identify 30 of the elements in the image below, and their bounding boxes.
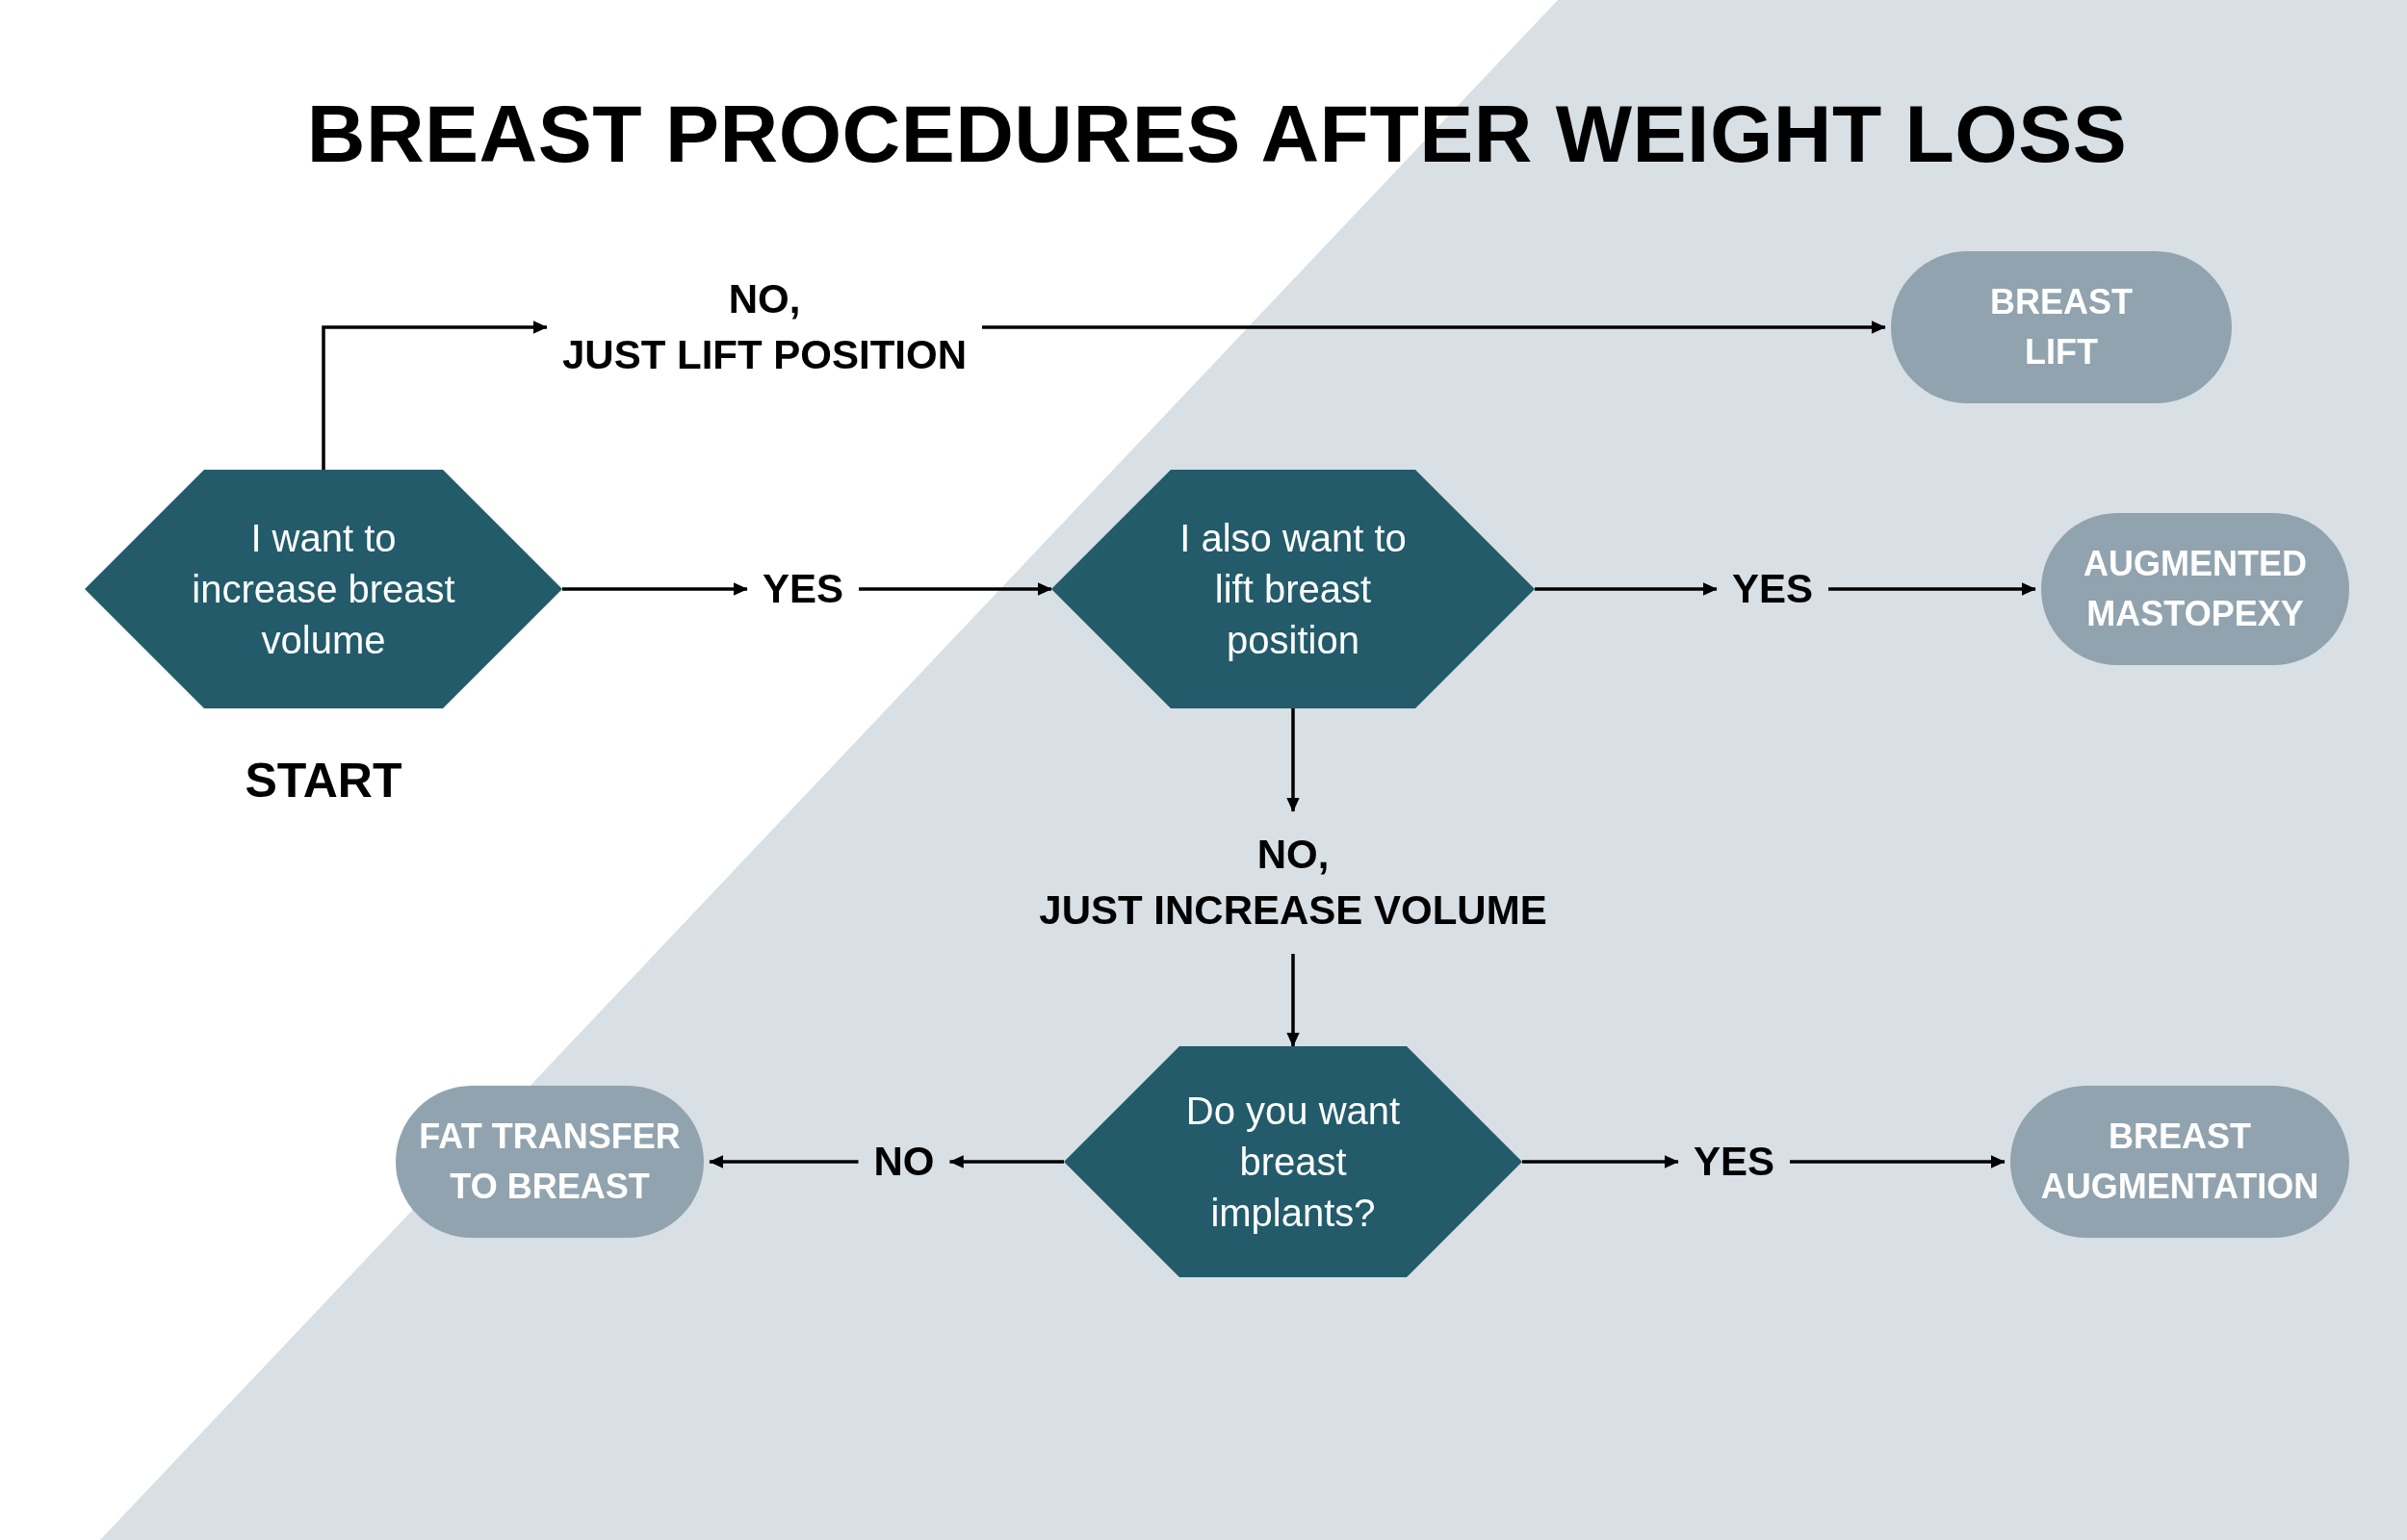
arrow: [1790, 1155, 2006, 1168]
arrow: [1286, 954, 1300, 1047]
outcome-text: FAT TRANSFER TO BREAST: [418, 1116, 682, 1208]
arrow: [982, 321, 1886, 334]
arrow: [859, 582, 1052, 596]
branch-label: NO: [873, 1134, 935, 1190]
arrow: [1828, 582, 2036, 596]
arrow: [1535, 582, 1718, 596]
outcome-text: AUGMENTED MASTOPEXY: [2083, 543, 2308, 635]
branch-label: YES: [1694, 1134, 1774, 1190]
node-caption: START: [245, 753, 402, 809]
arrow: [948, 1155, 1064, 1168]
arrow: [562, 582, 748, 596]
outcome-text: BREAST LIFT: [1989, 281, 2134, 373]
arrow: [1522, 1155, 1679, 1168]
decision-hexagon: [85, 470, 562, 708]
branch-label: NO, JUST INCREASE VOLUME: [1039, 827, 1547, 938]
outcome-text: BREAST AUGMENTATION: [2039, 1116, 2320, 1208]
arrow: [1286, 708, 1300, 812]
arrow: [322, 321, 548, 470]
decision-hexagon: [1051, 470, 1535, 708]
decision-hexagon: [1064, 1046, 1522, 1277]
decision-text: Do you want breast implants?: [1184, 1088, 1402, 1236]
branch-label: NO, JUST LIFT POSITION: [562, 271, 967, 383]
decision-text: I also want to lift breast position: [1178, 515, 1408, 663]
branch-label: YES: [1732, 561, 1813, 617]
title: BREAST PROCEDURES AFTER WEIGHT LOSS: [306, 88, 2128, 181]
branch-label: YES: [763, 561, 843, 617]
decision-text: I want to increase breast volume: [191, 515, 456, 663]
arrow: [709, 1155, 859, 1168]
